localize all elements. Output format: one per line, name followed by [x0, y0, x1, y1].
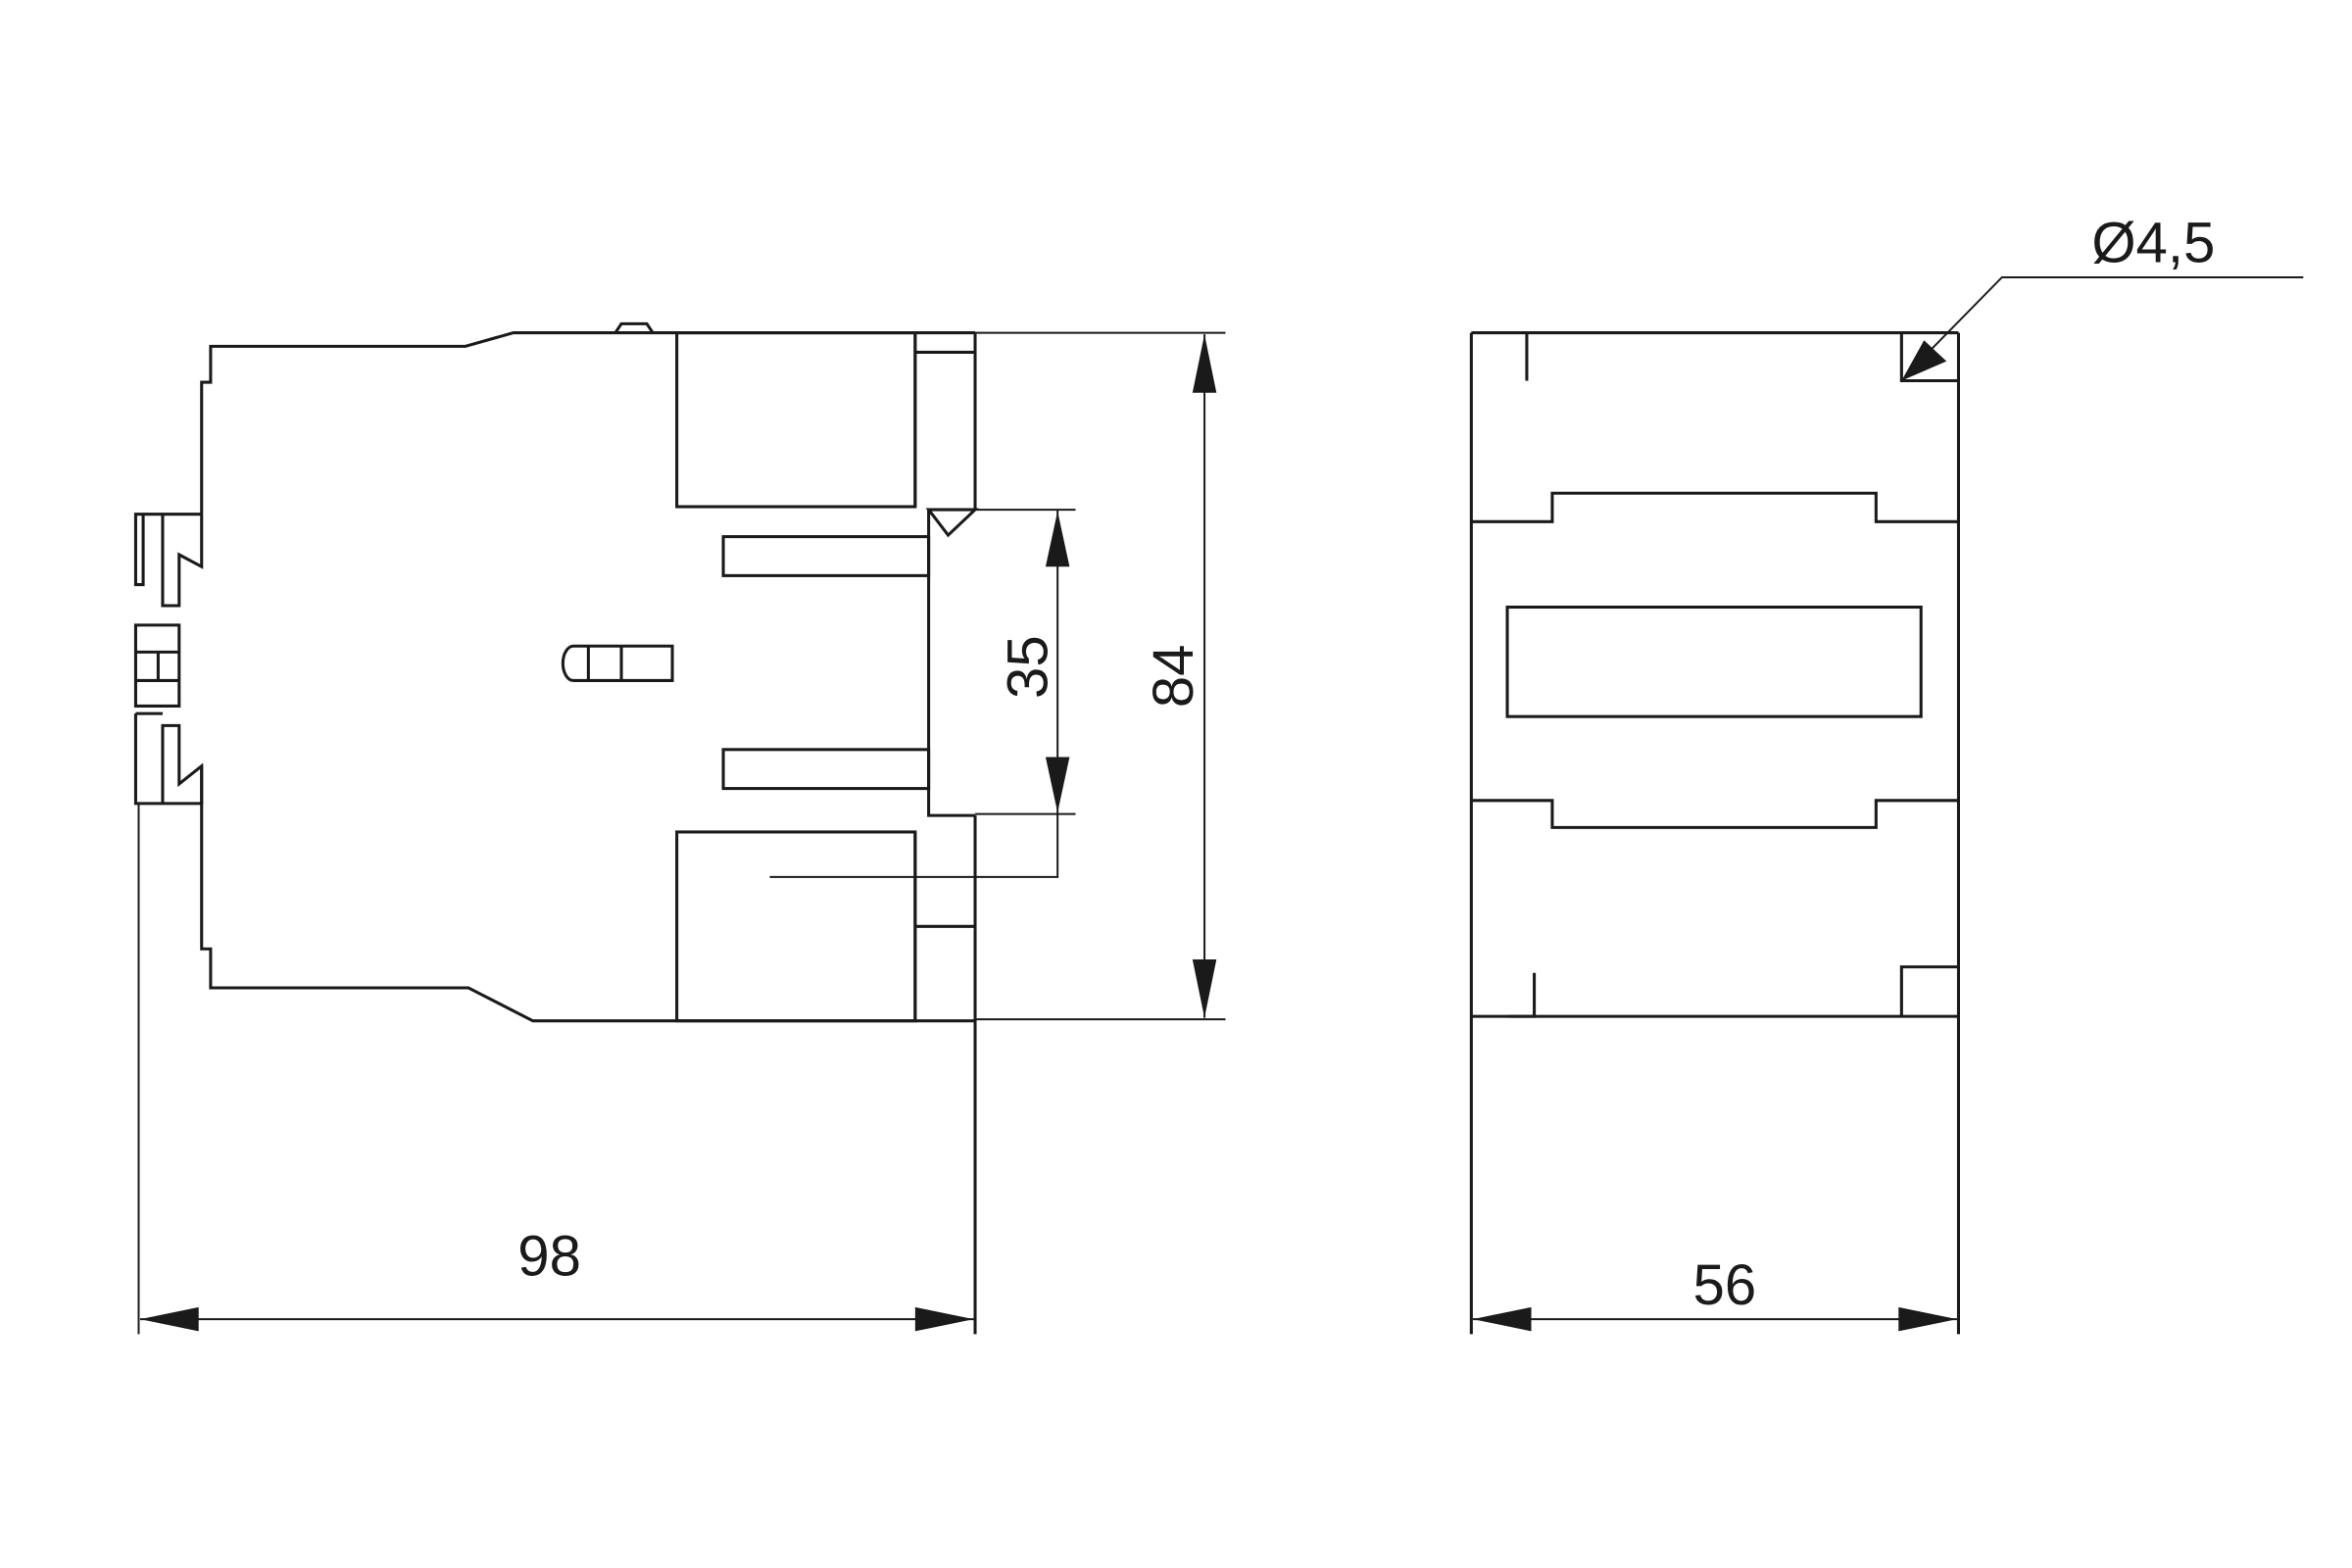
top-bump [613, 321, 655, 334]
lower-contact-bar [721, 748, 931, 791]
right-strip [913, 332, 977, 1335]
bottom-left-tick [1508, 972, 1537, 1018]
front-body-outline [1469, 331, 1960, 1335]
rail-dimension-label: 35 [996, 635, 1059, 699]
side-body-outline [200, 331, 976, 1023]
front-width-dimension-label: 56 [1693, 1253, 1757, 1317]
rail-dimension: 35 [769, 509, 1076, 878]
indicator-slot [561, 644, 674, 682]
mounting-hole-bottom [1899, 965, 1959, 1017]
front-width-dimension: 56 [1472, 1253, 1957, 1332]
width-dimension: 98 [137, 803, 974, 1335]
hole-diameter-callout: Ø4,5 [1901, 212, 2304, 381]
width-dimension-label: 98 [517, 1225, 581, 1289]
upper-notch [1471, 491, 1959, 523]
din-clip [133, 513, 204, 806]
hole-diameter-label: Ø4,5 [2091, 212, 2215, 275]
height-dimension: 84 [975, 331, 1226, 1021]
upper-terminal-block [675, 331, 917, 509]
side-view: 35 84 98 [133, 321, 1226, 1335]
height-dimension-label: 84 [1142, 645, 1205, 709]
upper-contact-bar [721, 535, 931, 577]
front-view: Ø4,5 56 [1469, 212, 2304, 1335]
label-window [1505, 605, 1923, 718]
lower-terminal-block [675, 830, 917, 1023]
mounting-hole-top [1899, 332, 1959, 383]
lower-notch [1471, 799, 1959, 829]
auxiliary-block [925, 508, 979, 817]
